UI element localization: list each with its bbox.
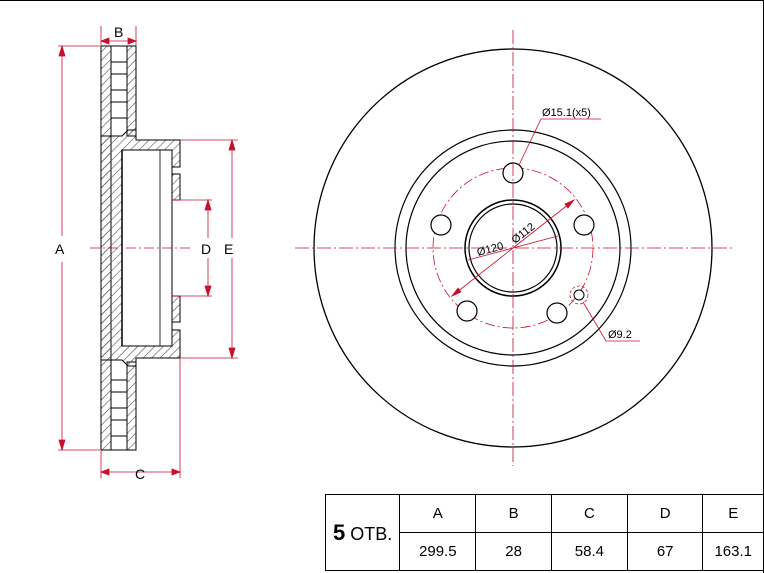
bolt-hole — [573, 214, 595, 236]
dimension-d-label: D — [201, 241, 211, 257]
dimension-b-label: B — [114, 24, 123, 40]
value-d: 67 — [626, 532, 704, 571]
header-e: E — [702, 494, 764, 533]
small-hole-leader — [582, 301, 607, 342]
table-header-row: 5 ОТВ. A B C D E — [324, 494, 764, 571]
center-bore-annotation: Ø120 — [476, 240, 505, 259]
table-value-row: 299.5 28 58.4 67 163.1 — [326, 532, 764, 571]
bolt-hole-leader — [518, 118, 542, 166]
value-e: 163.1 — [702, 532, 764, 571]
bolt-holes — [430, 162, 595, 324]
dimension-table: 5 ОТВ. A B C D E 299.5 28 58.4 67 163.1 — [324, 494, 764, 571]
dimension-c-label: C — [135, 466, 145, 482]
bolt-hole-unit: ОТВ. — [350, 523, 393, 544]
center-bore-inner — [468, 203, 558, 293]
dimension-e — [180, 138, 238, 360]
dimension-e-label: E — [224, 241, 233, 257]
header-d: D — [626, 494, 704, 533]
side-section-view — [90, 45, 190, 451]
bolt-hole-count-cell: 5 ОТВ. — [324, 494, 401, 571]
value-c: 58.4 — [550, 532, 628, 571]
header-c: C — [550, 494, 628, 533]
rotor-plate-right — [126, 45, 137, 137]
small-hole-annotation: Ø9.2 — [608, 329, 632, 341]
dimension-d — [172, 198, 212, 298]
bolt-hole — [546, 302, 568, 324]
bolt-hole-annotation: Ø15.1(x5) — [542, 107, 591, 119]
dimension-a-label: A — [55, 241, 65, 257]
dimension-c — [99, 358, 182, 478]
frame-top-border — [0, 0, 764, 1]
dimension-a — [58, 44, 100, 452]
value-b: 28 — [475, 532, 552, 571]
rotor-plate-right-lower — [126, 361, 137, 451]
header-a: A — [399, 494, 477, 533]
bolt-hole — [430, 214, 452, 236]
pcd-diameter-line — [451, 199, 575, 297]
dimension-b — [99, 26, 138, 46]
header-b: B — [475, 494, 552, 533]
value-a: 299.5 — [399, 532, 477, 571]
bolt-hole-count: 5 — [332, 519, 346, 545]
locating-hole — [573, 289, 585, 301]
front-view — [295, 30, 732, 466]
bolt-hole — [456, 300, 478, 322]
